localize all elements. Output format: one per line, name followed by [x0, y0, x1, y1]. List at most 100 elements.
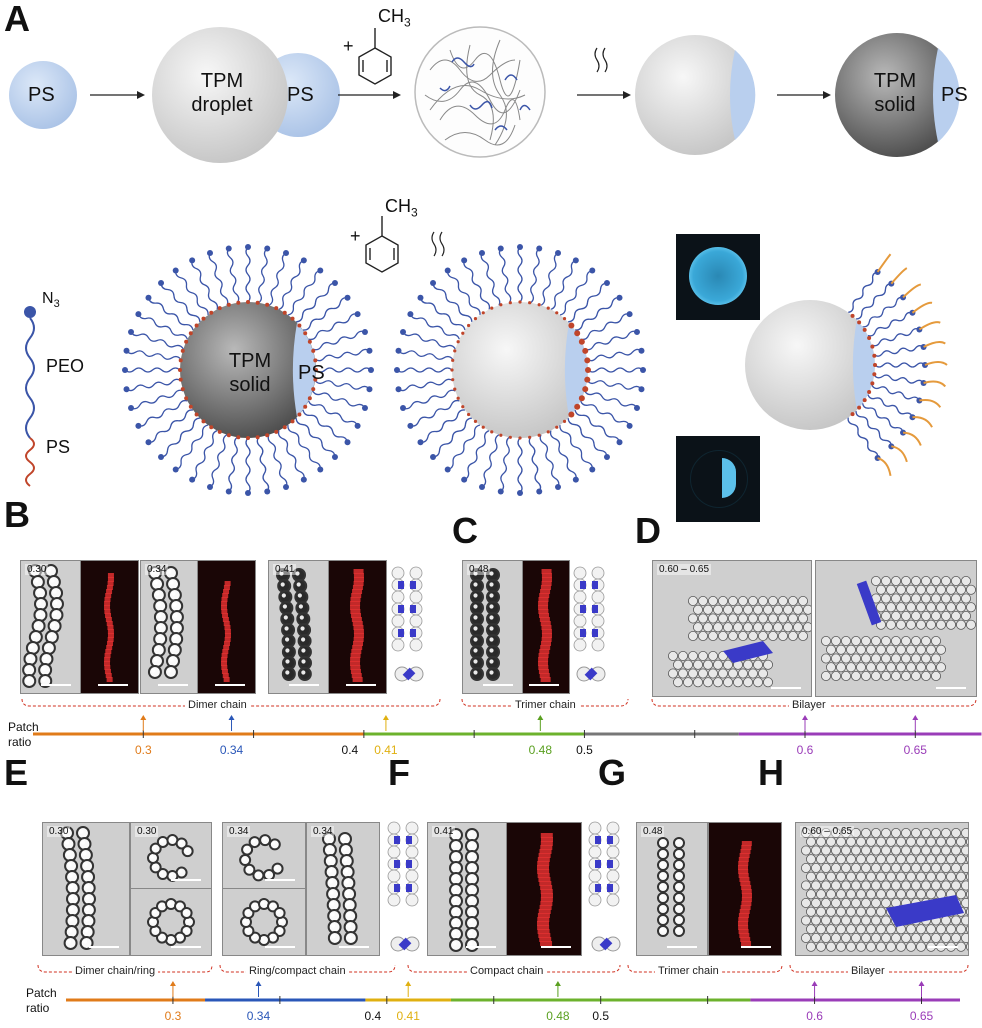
scheme-mid: [0, 190, 982, 520]
bracket-compact-chain: Compact chain: [467, 965, 546, 977]
panel-label-c: C: [452, 510, 478, 552]
micro-e-ring: [130, 888, 212, 956]
patch-ratio-label: 0.34: [311, 826, 334, 837]
peo-chain-icon: [26, 318, 34, 438]
ps-cap-label: PS: [941, 84, 968, 107]
scale-bar: [541, 946, 571, 948]
scale-bar: [89, 946, 119, 948]
scale-bar: [741, 946, 771, 948]
scale-bar: [98, 684, 128, 686]
patch-ratio-label: 0.30: [47, 826, 70, 837]
panel-label-f: F: [388, 752, 410, 794]
fluorescence-inset-top: [676, 234, 760, 320]
patch-ratio-label: 0.60 – 0.65: [657, 564, 711, 575]
scale-bar: [171, 879, 201, 881]
axis-tick-label: 0.41: [374, 743, 398, 757]
ps-label: PS: [28, 84, 55, 107]
panel-label-d: D: [635, 510, 661, 552]
scale-bar: [936, 687, 966, 689]
glyph-dimer-chain: [390, 565, 430, 690]
axis-tick-label: 0.6: [806, 1009, 823, 1023]
axis-tick-label: 0.5: [576, 743, 593, 757]
ps-patch-label: PS: [287, 84, 314, 107]
panel-label-e: E: [4, 752, 28, 794]
micro-g-048-bright: 0.48: [636, 822, 708, 956]
scale-bar: [928, 946, 958, 948]
plus-sign-top: +: [343, 36, 354, 57]
patch-ratio-label: 0.30: [25, 564, 48, 575]
panel-label-h: H: [758, 752, 784, 794]
micro-b-041-bright: 0.41: [268, 560, 330, 694]
patch-ratio-label: 0.34: [227, 826, 250, 837]
bracket-bilayer-2: Bilayer: [848, 965, 888, 977]
axis-tick-label: 0.41: [397, 1009, 421, 1023]
scale-bar: [346, 684, 376, 686]
glyph-compact-chain: [386, 820, 426, 960]
axis-tick-label: 0.5: [592, 1009, 609, 1023]
axis2-label-2: ratio: [26, 1001, 49, 1015]
micro-d-bilayer-2: [815, 560, 977, 697]
micro-b-030-bright: 0.30: [20, 560, 82, 694]
fluorescence-inset-bottom: [676, 436, 760, 522]
axis-tick-label: 0.48: [529, 743, 553, 757]
scale-bar: [483, 684, 513, 686]
scale-bar: [265, 879, 295, 881]
swollen-droplet: [415, 27, 545, 157]
azide-end-icon: [24, 306, 36, 318]
micro-e-ring-2: [222, 888, 306, 956]
axis-tick-label: 0.4: [342, 743, 359, 757]
ps-chain-label: PS: [46, 437, 70, 458]
axis2-label-1: Patch: [26, 986, 57, 1000]
plus-sign-mid: +: [350, 226, 361, 247]
micro-b-030-fluor: [80, 560, 139, 694]
heat-icon-mid: [432, 232, 444, 256]
bracket-bilayer: Bilayer: [789, 699, 829, 711]
bracket-ring-compact-chain: Ring/compact chain: [246, 965, 349, 977]
axis-tick-label: 0.3: [135, 743, 152, 757]
micro-e-030-bright-2: 0.30: [130, 822, 212, 889]
micro-b-041-fluor: [328, 560, 387, 694]
patch-ratio-label: 0.41: [432, 826, 455, 837]
scale-bar: [289, 684, 319, 686]
axis-tick-label: 0.48: [546, 1009, 570, 1023]
axis-tick-label: 0.65: [904, 743, 928, 757]
micro-e-034-bright-2: 0.34: [306, 822, 380, 956]
scale-bar: [215, 684, 245, 686]
ch3-label-mid: CH3: [385, 196, 418, 220]
bracket-dimer-chain-ring: Dimer chain/ring: [72, 965, 158, 977]
micro-h-bilayer: 0.60 – 0.65: [795, 822, 969, 956]
scale-bar: [529, 684, 559, 686]
micro-c-048-fluor: [522, 560, 570, 694]
tpm-solid-mid-label-1: TPM: [200, 350, 300, 373]
n3-label: N3: [42, 290, 60, 310]
axis-tick-label: 0.3: [165, 1009, 182, 1023]
glyph-trimer-chain: [572, 565, 612, 690]
micro-c-048-bright: 0.48: [462, 560, 524, 694]
scale-bar: [265, 946, 295, 948]
patch-ratio-label: 0.34: [145, 564, 168, 575]
brackets-row-1: [0, 696, 982, 716]
ps-cap: [730, 50, 755, 140]
tpm-solid-label-2: solid: [855, 94, 935, 117]
axis-tick-label: 0.34: [220, 743, 244, 757]
ps-mid-label: PS: [298, 362, 325, 385]
axis-tick-label: 0.6: [797, 743, 814, 757]
axis-tick-label: 0.34: [247, 1009, 271, 1023]
ch3-label-top: CH3: [378, 6, 411, 30]
bracket-dimer-chain: Dimer chain: [185, 699, 250, 711]
axis-tick-label: 0.65: [910, 1009, 934, 1023]
bracket-trimer-chain-2: Trimer chain: [655, 965, 722, 977]
scale-bar: [771, 687, 801, 689]
patch-ratio-label: 0.60 – 0.65: [800, 826, 854, 837]
glyph-trimer-chain-2: [587, 820, 627, 960]
toluene-structure-mid: [366, 216, 398, 272]
tpm-droplet-label-1: TPM: [182, 70, 262, 93]
brush-particle-2: [394, 244, 646, 496]
scale-bar: [466, 946, 496, 948]
scale-bar: [667, 946, 697, 948]
toluene-structure-top: [359, 28, 391, 84]
scale-bar: [339, 946, 369, 948]
micro-b-034-bright: 0.34: [140, 560, 199, 694]
tpm-droplet-label-2: droplet: [182, 94, 262, 117]
axis1-label-2: ratio: [8, 735, 31, 749]
